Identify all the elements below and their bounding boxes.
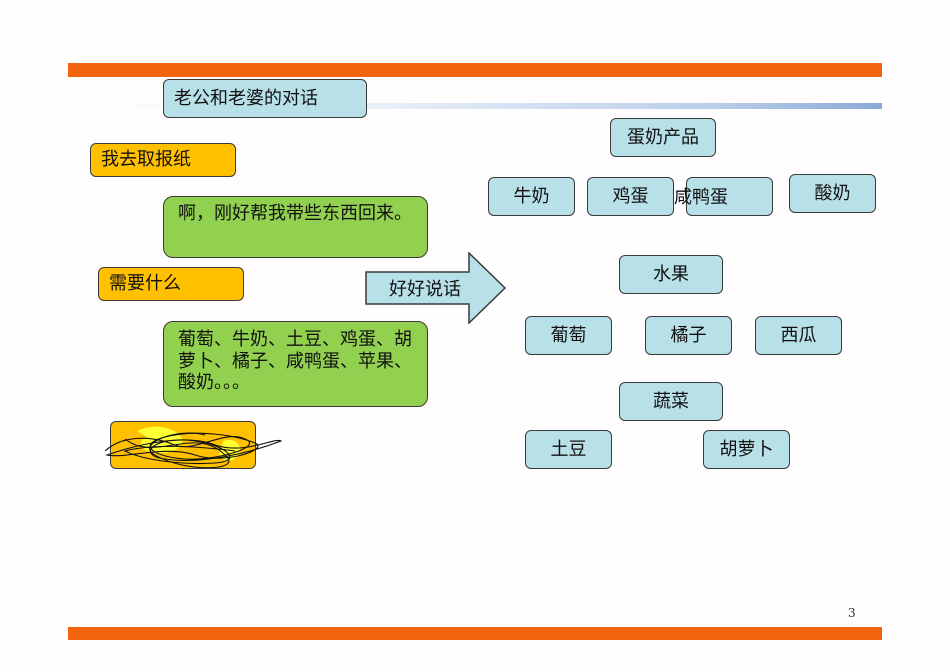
item-salted-duck-egg: 咸鸭蛋 <box>674 187 728 208</box>
category-fruit-title: 水果 <box>619 255 723 294</box>
category-dairy-title: 蛋奶产品 <box>610 118 716 157</box>
title-underline <box>68 103 882 109</box>
item-milk: 牛奶 <box>488 177 575 216</box>
top-accent-bar <box>68 63 882 77</box>
item-yogurt: 酸奶 <box>789 174 876 213</box>
dialogue-husband-1: 我去取报纸 <box>90 143 236 177</box>
scribbled-box <box>110 421 256 469</box>
category-vegetables-title: 蔬菜 <box>619 382 723 421</box>
item-orange: 橘子 <box>645 316 732 355</box>
item-carrot: 胡萝卜 <box>703 430 790 469</box>
dialogue-husband-2: 需要什么 <box>98 267 244 301</box>
arrow-label: 好好说话 <box>389 279 461 300</box>
slide-title: 老公和老婆的对话 <box>163 79 367 118</box>
scribble-drawing <box>104 426 283 469</box>
dialogue-wife-1: 啊，刚好帮我带些东西回来。 <box>163 196 428 258</box>
item-potato: 土豆 <box>525 430 612 469</box>
page-number: 3 <box>848 606 856 620</box>
bottom-accent-bar <box>68 627 882 640</box>
item-egg: 鸡蛋 <box>587 177 674 216</box>
item-grape: 葡萄 <box>525 316 612 355</box>
item-watermelon: 西瓜 <box>755 316 842 355</box>
dialogue-wife-2: 葡萄、牛奶、土豆、鸡蛋、胡萝卜、橘子、咸鸭蛋、苹果、酸奶。。。 <box>163 321 428 407</box>
item-salted-duck-egg-box <box>686 177 773 216</box>
right-arrow-icon <box>365 252 507 324</box>
